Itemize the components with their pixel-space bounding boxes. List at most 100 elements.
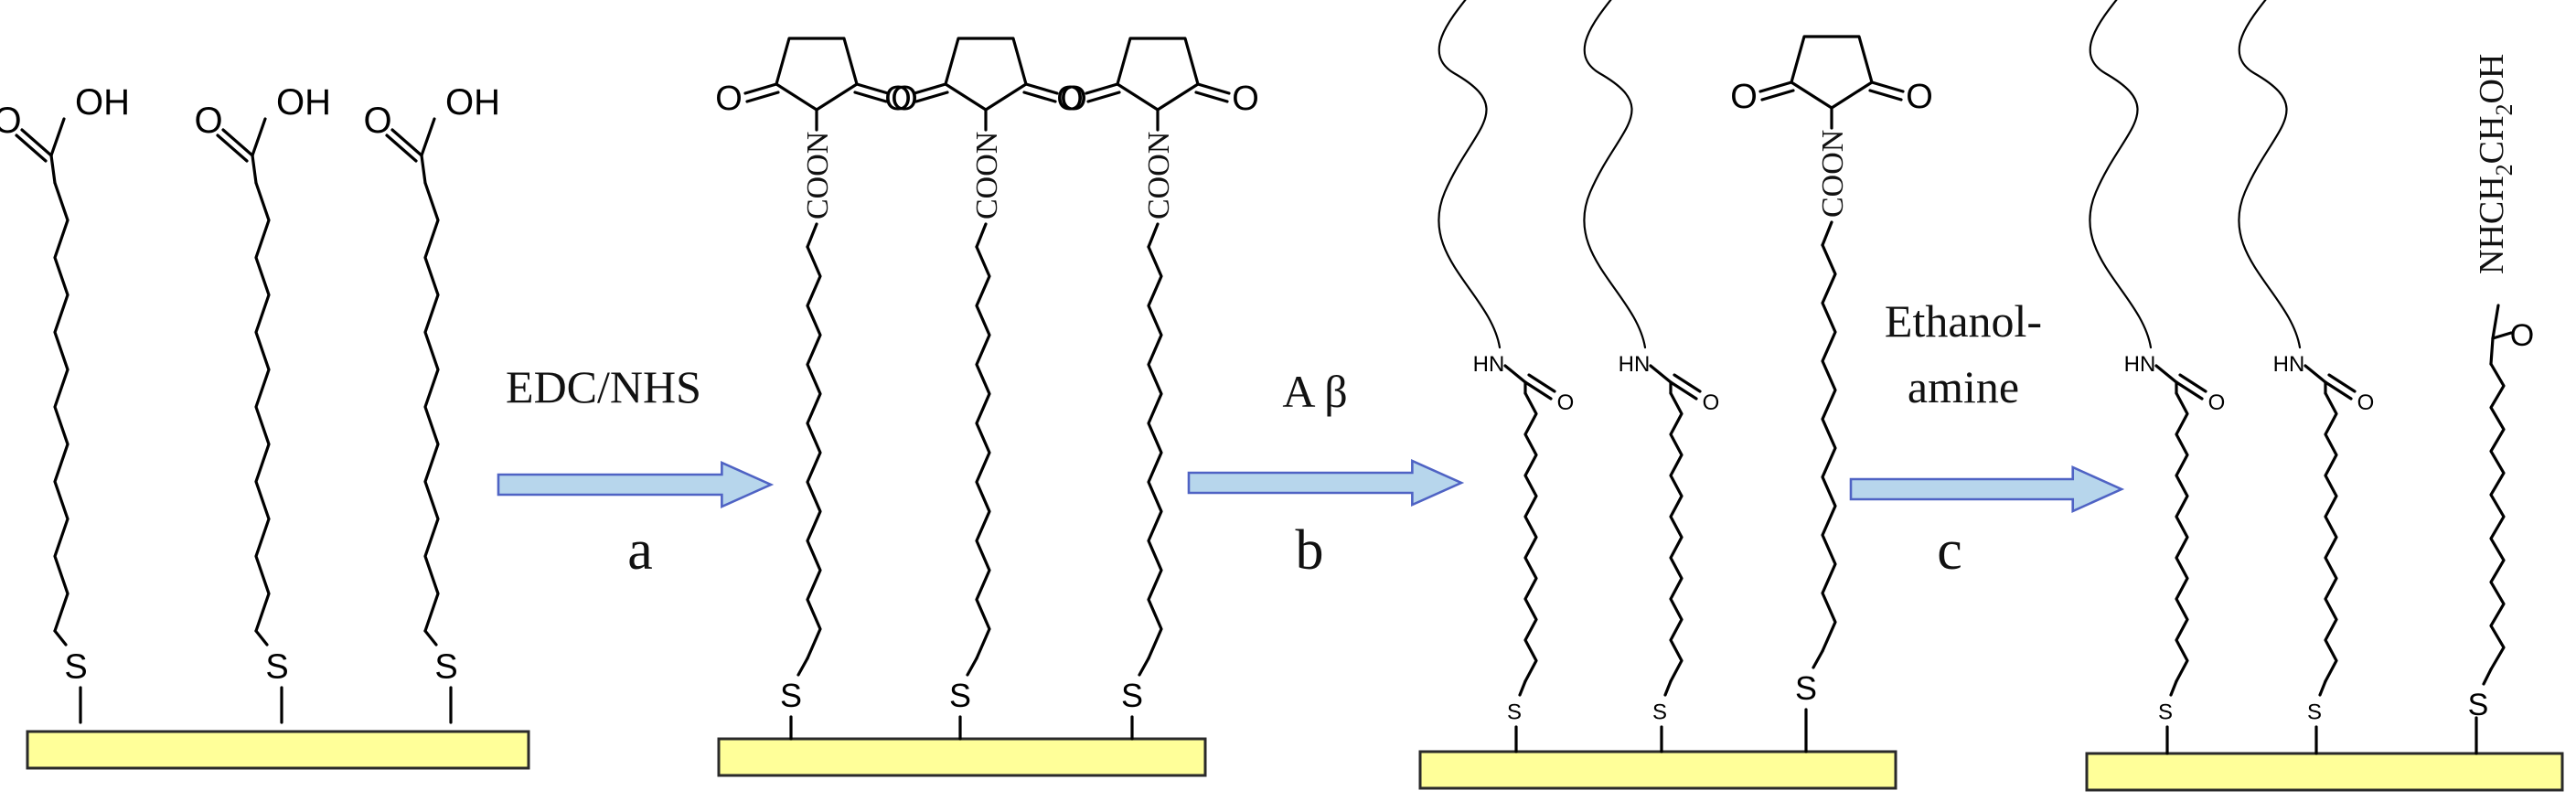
ring-carbonyl-left-double: [745, 91, 780, 103]
abeta-peptide-chain: [2089, 0, 2153, 349]
ring-oxygen-left: O: [1730, 78, 1758, 116]
sulfur-chain-bond: [254, 629, 269, 646]
ring-oxygen-right: O: [1906, 78, 1933, 116]
abeta-peptide-chain: [1583, 0, 1647, 349]
hydroxyl-group: OH: [75, 82, 130, 123]
alkyl-chain: [1147, 245, 1163, 660]
step-letter-b: b: [1296, 519, 1324, 582]
svg-text:COON: COON: [1142, 132, 1176, 219]
amide-n-bond: [1503, 364, 1527, 384]
sulfur-atom: S: [64, 648, 87, 687]
succinimide-ring: [775, 37, 859, 112]
chain-to-ester: [975, 222, 988, 249]
amide-carbonyl-double: [2327, 373, 2357, 393]
reagent-label-c-line1: Ethanol-: [1885, 295, 2042, 347]
sulfur-chain-bond: [423, 629, 438, 646]
sulfur-chain-bond: [1138, 657, 1150, 677]
succinimide-ring: [944, 37, 1028, 112]
step-letter-a: a: [627, 519, 653, 582]
sulfur-atom: S: [1652, 700, 1667, 725]
carbonyl-double: [15, 134, 48, 163]
carbonyl-bond: [390, 128, 423, 157]
amide-n-bond: [2491, 304, 2500, 340]
hydroxyl-bond: [251, 117, 267, 157]
sulfur-chain-bond: [53, 629, 68, 646]
amide-n-bond: [2154, 364, 2178, 384]
sulfur-chain-bond: [2482, 668, 2493, 686]
chain-to-carbonyl: [420, 154, 427, 185]
nhs-ester-label: COON: [801, 132, 835, 219]
ring-carbonyl-left-double: [1760, 89, 1795, 102]
carbonyl-oxygen: O: [0, 101, 22, 141]
reaction-arrow-a: [497, 460, 775, 509]
ring-carbonyl-left: [743, 82, 778, 95]
alkyl-chain: [975, 245, 991, 660]
amide-oxygen: O: [2357, 390, 2375, 415]
sulfur-chain-bond: [2318, 679, 2327, 697]
alkyl-chain: [1669, 391, 1683, 683]
sulfur-atom: S: [780, 677, 802, 714]
alkyl-chain: [423, 181, 440, 633]
svg-text:NHCH2CH2OH: NHCH2CH2OH: [2473, 54, 2517, 274]
carbonyl-oxygen: O: [363, 101, 391, 141]
amide-carbonyl: [2324, 380, 2353, 401]
amide-oxygen: O: [1703, 390, 1720, 415]
alkyl-chain: [806, 245, 822, 660]
sulfur-atom: S: [949, 677, 971, 714]
chain-to-ester: [1821, 220, 1833, 247]
ring-oxygen-right: O: [1232, 80, 1259, 118]
sulfur-atom: S: [434, 648, 457, 687]
alkyl-chain: [2175, 391, 2189, 683]
nhs-ester-label: COON: [1816, 130, 1850, 218]
ring-carbonyl-left: [913, 82, 947, 95]
ring-oxygen-right: O: [1060, 80, 1087, 118]
amide-nh: HN: [1619, 352, 1651, 377]
ring-carbonyl-left: [1758, 80, 1793, 93]
sulfur-chain-bond: [1663, 679, 1673, 697]
chain-to-carbonyl: [49, 154, 57, 185]
reaction-arrow-c: [1849, 465, 2125, 514]
ring-carbonyl-right: [1870, 80, 1905, 93]
ring-carbonyl-right: [855, 82, 890, 95]
reaction-arrow-b: [1187, 458, 1465, 508]
amide-nh: HN: [1473, 352, 1505, 377]
svg-text:COON: COON: [970, 132, 1004, 219]
carbonyl-double: [385, 134, 418, 163]
amide-carbonyl-double: [1527, 373, 1556, 393]
abeta-peptide-chain: [1438, 0, 1502, 349]
sulfur-atom: S: [1121, 677, 1143, 714]
reagent-label-b: A β: [1282, 366, 1347, 417]
hydroxyl-group: OH: [276, 82, 331, 123]
hydroxyl-group: OH: [445, 82, 500, 123]
sulfur-chain-bond: [1812, 649, 1824, 669]
reagent-label-c-line2: amine: [1908, 361, 2019, 412]
chain-to-ester: [806, 222, 818, 249]
amide-carbonyl: [1523, 380, 1553, 401]
amide-carbonyl-double: [2178, 373, 2207, 393]
svg-text:COON: COON: [801, 132, 835, 219]
alkyl-chain: [254, 181, 271, 633]
chain-to-carbonyl: [251, 154, 258, 185]
carbonyl-bond: [221, 128, 254, 157]
amide-nh: HN: [2273, 352, 2305, 377]
ethanolamide-group-label: NHCH2CH2OH: [2473, 54, 2517, 274]
ring-carbonyl-left-double: [914, 91, 949, 103]
gold-surface-2: [717, 737, 1207, 777]
sulfur-atom: S: [2158, 700, 2173, 725]
ring-oxygen-right: O: [891, 80, 918, 118]
ring-carbonyl-right-double: [1194, 91, 1229, 103]
nhs-ester-label: COON: [1142, 132, 1176, 219]
amide-n-bond: [1649, 364, 1673, 384]
abeta-peptide-chain: [2238, 0, 2302, 349]
hydroxyl-bond: [49, 117, 66, 157]
ring-oxygen-left: O: [1056, 80, 1084, 118]
carbonyl-oxygen: O: [2510, 318, 2534, 353]
amide-nh: HN: [2124, 352, 2156, 377]
succinimide-ring: [1116, 37, 1200, 112]
hydroxyl-bond: [420, 117, 436, 157]
sulfur-chain-bond: [2169, 679, 2178, 697]
ring-carbonyl-left-double: [1086, 91, 1121, 103]
nhs-ester-label: COON: [970, 132, 1004, 219]
ring-carbonyl-left: [1085, 82, 1119, 95]
